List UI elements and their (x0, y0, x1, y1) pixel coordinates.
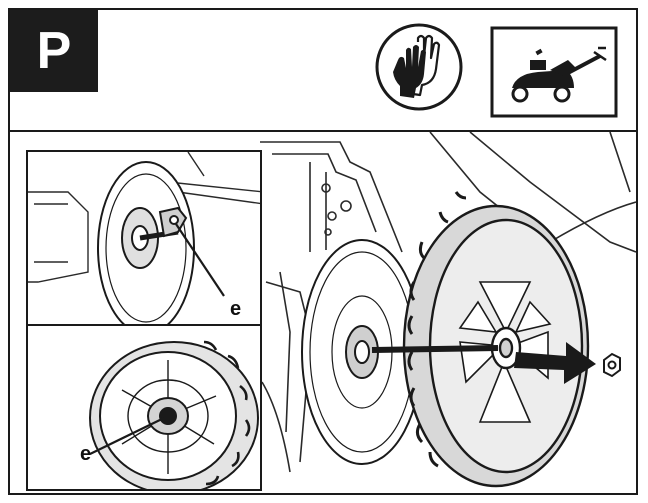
panel-header: P (10, 10, 636, 132)
detail-inset-wheel: e (26, 324, 262, 491)
instruction-panel: P (8, 8, 638, 495)
step-label: P (10, 10, 98, 92)
callout-label: e (230, 298, 242, 320)
detail-inset-hub: e (26, 150, 262, 326)
hub-disc (301, 239, 423, 465)
gloves-icon (375, 23, 463, 111)
lawn-mower-icon (490, 26, 618, 118)
nut-icon (603, 352, 621, 378)
mower-chassis-drawing (260, 132, 636, 488)
main-illustration: e (10, 132, 636, 493)
callout-label: e (80, 443, 92, 465)
arrow-right-icon (514, 342, 596, 384)
